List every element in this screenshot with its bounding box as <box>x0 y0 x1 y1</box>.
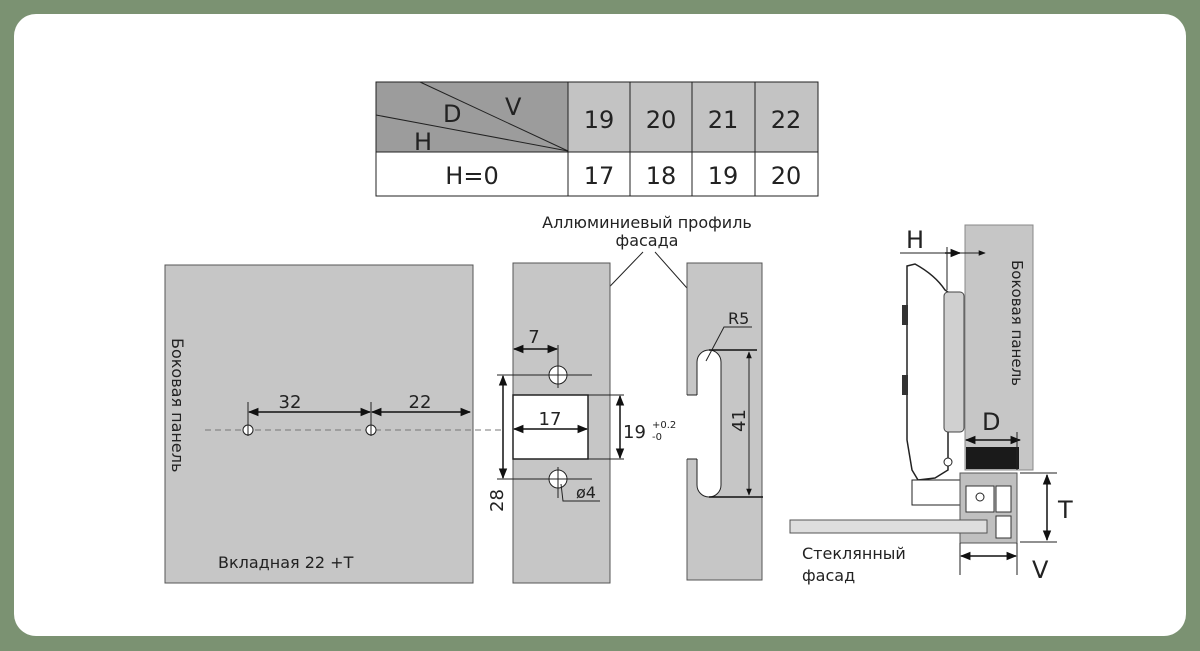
radius-r5: R5 <box>728 309 749 328</box>
profile-label: Аллюминиевый профиль <box>542 213 752 232</box>
hinge-side-panel-label: Боковая панель <box>1008 260 1026 386</box>
table-d-value: 19 <box>708 162 739 190</box>
tolerance-plus: +0.2 <box>652 420 676 431</box>
dim-22: 22 <box>409 392 432 413</box>
hole-diameter: ø4 <box>576 483 596 502</box>
profile-front-view: 7 17 19 +0.2 -0 28 ø4 <box>487 262 676 584</box>
dim-d: D <box>982 408 1000 436</box>
table-v-value: 19 <box>584 106 615 134</box>
hinge-cup <box>966 447 1019 469</box>
inset-label: Вкладная 22 +Т <box>218 553 354 572</box>
dim-t: T <box>1057 496 1073 524</box>
dimension-table: D V H H=0 19 20 21 22 17 18 19 20 <box>375 81 819 197</box>
hinge-section-view: Боковая панель H D T V Стеклянный фасад <box>789 224 1073 585</box>
table-label-d: D <box>443 100 461 128</box>
dim-28: 28 <box>487 489 508 512</box>
dim-19: 19 <box>623 422 646 443</box>
table-d-value: 18 <box>646 162 677 190</box>
side-panel-label: Боковая панель <box>168 338 187 472</box>
side-panel-view: Боковая панель 32 22 Вкладная 22 +Т <box>164 264 505 584</box>
table-corner-cell <box>376 82 568 152</box>
glass-facade <box>789 519 988 534</box>
glass-facade-label: Стеклянный <box>802 544 906 563</box>
dim-7: 7 <box>528 327 539 348</box>
table-row-label: H=0 <box>445 162 498 190</box>
table-v-value: 20 <box>646 106 677 134</box>
table-label-v: V <box>505 93 522 121</box>
dim-17: 17 <box>539 409 562 430</box>
table-v-value: 22 <box>771 106 802 134</box>
table-v-value: 21 <box>708 106 739 134</box>
profile-label-2: фасада <box>616 231 679 250</box>
glass-facade-label-2: фасад <box>802 566 855 585</box>
hinge-arm <box>906 263 949 481</box>
table-value-row <box>376 152 818 196</box>
tolerance-minus: -0 <box>652 432 662 443</box>
table-label-h: H <box>414 128 432 156</box>
table-d-value: 20 <box>771 162 802 190</box>
table-header-row <box>568 82 818 152</box>
dim-41: 41 <box>729 409 750 432</box>
table-d-value: 17 <box>584 162 615 190</box>
dim-32: 32 <box>279 392 302 413</box>
profile-slot-view: 41 R5 <box>686 262 763 581</box>
dim-v: V <box>1032 556 1049 584</box>
dim-h: H <box>906 226 924 254</box>
